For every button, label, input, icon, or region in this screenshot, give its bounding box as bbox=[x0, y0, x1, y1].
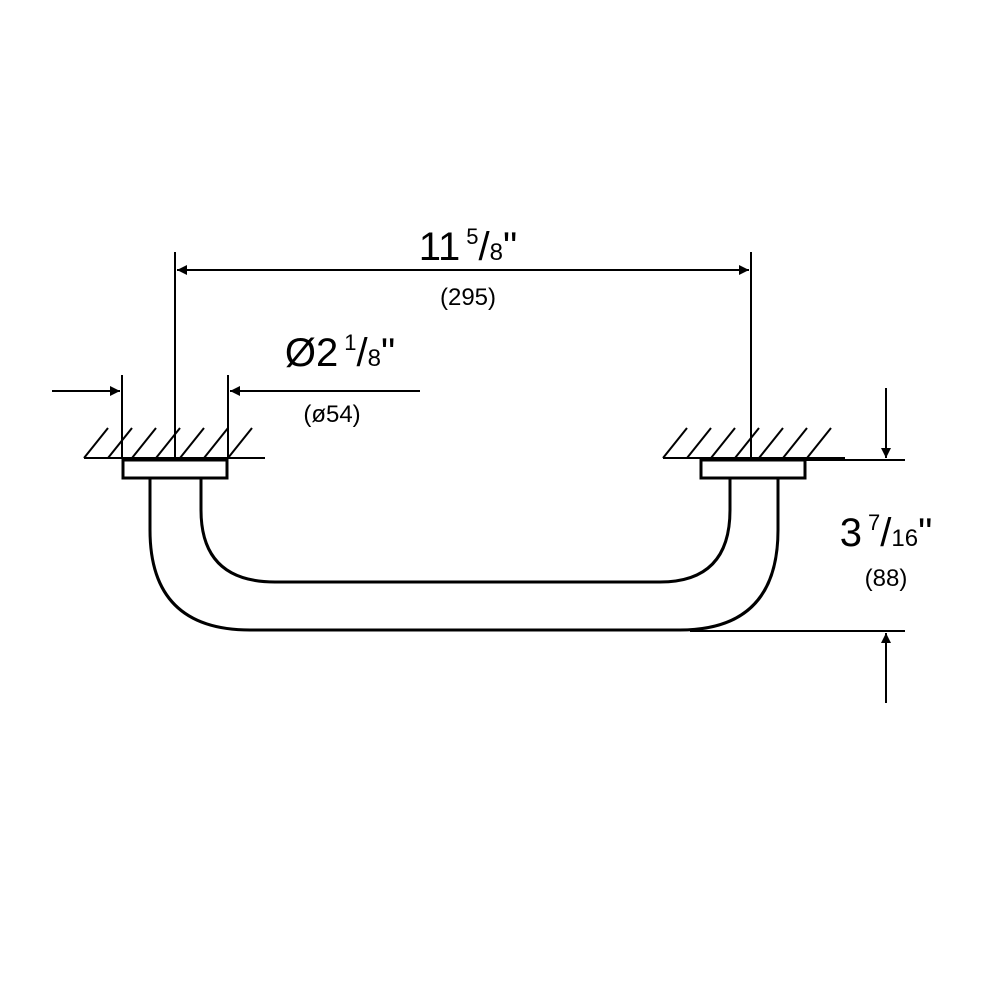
length-metric-label: (295) bbox=[440, 284, 496, 311]
diameter-metric-label: (ø54) bbox=[303, 401, 360, 428]
flange-left bbox=[121, 458, 229, 480]
grab-bar-outer bbox=[148, 478, 780, 632]
wall-hatch-right bbox=[662, 427, 845, 459]
height-metric-label: (88) bbox=[865, 565, 908, 592]
height-dimension bbox=[690, 388, 905, 703]
length-dimension bbox=[174, 252, 752, 458]
flange-right bbox=[699, 458, 807, 480]
grab-bar-inner bbox=[199, 478, 732, 584]
diameter-dimension bbox=[52, 375, 420, 458]
